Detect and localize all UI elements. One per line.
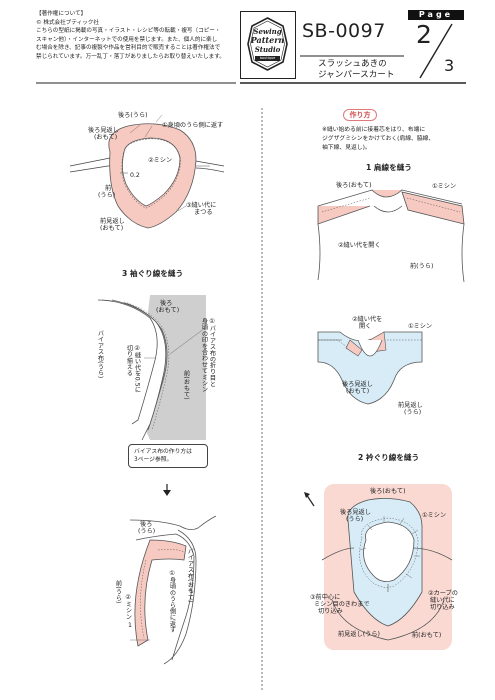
down-arrow (163, 484, 171, 496)
label-center-clip: ③前中心に (310, 594, 341, 601)
label-stitch: ②ミシン (124, 594, 132, 620)
section-title-armhole: 3 袖ぐり線を縫う (122, 269, 184, 278)
copyright-line: スキャン他）・インターネットでの使用を禁じます。また、個人的に楽し (36, 36, 218, 43)
label-back-facing: 後ろ見返し (88, 127, 119, 134)
bias-note-line: バイアス布の作り方は (134, 449, 192, 455)
label-front: 前 (105, 185, 112, 192)
label-front-omote: 前(おもて) (182, 370, 190, 400)
label-back-omote: 後ろ(おもて) (336, 182, 372, 189)
label-front-omote: 前(おもて) (412, 632, 442, 639)
copyright-line: 禁じられています。万一乱丁・落丁がありましたらお取り替えいたします。 (36, 53, 225, 60)
label-back: 後ろ (160, 300, 173, 307)
label-back-omote: (おもて) (156, 307, 180, 314)
label-open-seam-b: 開く (359, 323, 372, 330)
facing-assembly-figure (317, 331, 423, 405)
brand-logo: Sewing Pattern Studio boutique (240, 11, 296, 79)
label-stitch: ②ミシン (148, 157, 173, 164)
armhole-turn-figure (129, 515, 217, 665)
right-diagrams (304, 189, 465, 650)
label-front-ura: (うら) (98, 192, 116, 199)
label-back-facing: 後ろ見返し (340, 509, 371, 516)
label-measure: 0.2 (130, 172, 140, 179)
label-front-facing-ura: 前見返し(うら) (338, 631, 380, 638)
label-trim-b: 切り揃える (125, 345, 133, 376)
page-current: 2 (416, 20, 432, 49)
label-center-clip-c: 切り込み (318, 608, 343, 615)
copyright-line: こちらの型紙に掲載の写真・イラスト・レシピ等の転載・複写（コピー・ (36, 28, 221, 35)
label-stitch: ①ミシン (422, 512, 447, 519)
page-total: 3 (444, 56, 455, 75)
label-front-facing: 前見返し (100, 218, 125, 225)
page-indicator: Page 2 3 (408, 10, 464, 80)
logo-subtitle: boutique (255, 56, 280, 61)
label-slipstitch-b: まつる (194, 209, 213, 216)
label-back: 後ろ (140, 521, 153, 528)
label-back-omote: 後ろ(おもて) (370, 488, 406, 495)
label-front-facing-omote: (おもて) (100, 225, 124, 232)
label-measure: 1 (128, 622, 132, 629)
label-back-ura: (うら) (138, 528, 156, 535)
label-align-fold: ①バイアス布の折り目と (208, 318, 216, 387)
label-open-seam: ②縫い代を開く (338, 242, 381, 249)
bias-note: バイアス布の作り方は 3ページ参照。 (128, 444, 208, 468)
prep-note-line: 袖下線、見返し)。 (322, 145, 371, 151)
label-bias-ura: バイアス布(うら) (96, 330, 104, 379)
logo-word: Studio (254, 45, 281, 54)
label-back-facing-omote: (おもて) (346, 388, 370, 395)
page-label: Page (408, 10, 464, 20)
copyright-owner: © 株式会社ブティック社 (36, 19, 99, 26)
label-front-facing: 前見返し (398, 402, 423, 409)
logo-word: Sewing (253, 27, 282, 36)
label-curve-clip: ②カーブの (428, 590, 458, 597)
label-curve-clip-b: 縫い代に (430, 597, 455, 604)
prep-note-line: ジグザグミシンをかけておく(肩線、脇線、 (322, 136, 435, 142)
copyright-title: 【著作権について】 (36, 11, 87, 17)
label-front-ura: 前(うら) (410, 263, 434, 270)
neckline-figure (304, 484, 453, 650)
product-name-line: スラッシュあきの (318, 59, 387, 69)
label-back-facing: 後ろ見返し (342, 381, 373, 388)
method-badge: 作り方 (343, 109, 377, 121)
label-bias-omote: バイアス布(おもて) (186, 548, 194, 603)
copyright-notice: 【著作権について】 © 株式会社ブティック社 こちらの型紙に掲載の写真・イラスト… (36, 10, 236, 62)
prep-note-line: ※縫い始める前に接着芯をはり、布端に (322, 127, 426, 133)
label-front-facing-ura: (うら) (404, 409, 422, 416)
label-center-clip-b: ミシン目のきわまで (314, 601, 370, 608)
product-name: スラッシュあきの ジャンパースカート (318, 59, 394, 80)
product-code: SB-0097 (302, 20, 386, 42)
label-turn-inside: ①身頃のうら側に返す (168, 570, 176, 633)
label-curve-clip-c: 切り込み (430, 604, 455, 611)
bias-note-line: 3ページ参照。 (134, 457, 173, 463)
label-stitch: ①ミシン (408, 323, 433, 330)
label-align-fold-b: 身頃の印を合わせてミシン (200, 318, 208, 393)
label-back-facing-omote: (おもて) (94, 134, 118, 141)
armhole-figure (97, 295, 206, 441)
shoulder-figure (317, 189, 465, 283)
label-front-ura: 前(うら) (114, 580, 122, 604)
label-back-ura: 後ろ(うら) (118, 112, 148, 119)
section-title-neckline: 2 衿ぐり線を縫う (358, 453, 420, 462)
copyright-line: む場合を除き、記事の複製や作品を営利目的で販売することは著作権法で (36, 45, 221, 52)
logo-word: Pattern (250, 35, 285, 45)
section-title-shoulder: 1 肩線を縫う (366, 163, 412, 172)
product-name-line: ジャンパースカート (318, 69, 395, 80)
left-diagrams (69, 114, 225, 665)
label-stitch: ①ミシン (432, 183, 457, 190)
label-open-seam: ②縫い代を (352, 316, 383, 323)
prep-note: ※縫い始める前に接着芯をはり、布端に ジグザグミシンをかけておく(肩線、脇線、 … (322, 126, 434, 153)
label-slipstitch: ③縫い代に (186, 202, 217, 209)
label-back-facing-ura: (うら) (346, 516, 364, 523)
facing-turn-figure (69, 114, 225, 229)
label-turn-to-inside: ①身頃のうら側に返す (162, 122, 224, 129)
label-trim: ②縫い代を0.5に (133, 345, 141, 393)
